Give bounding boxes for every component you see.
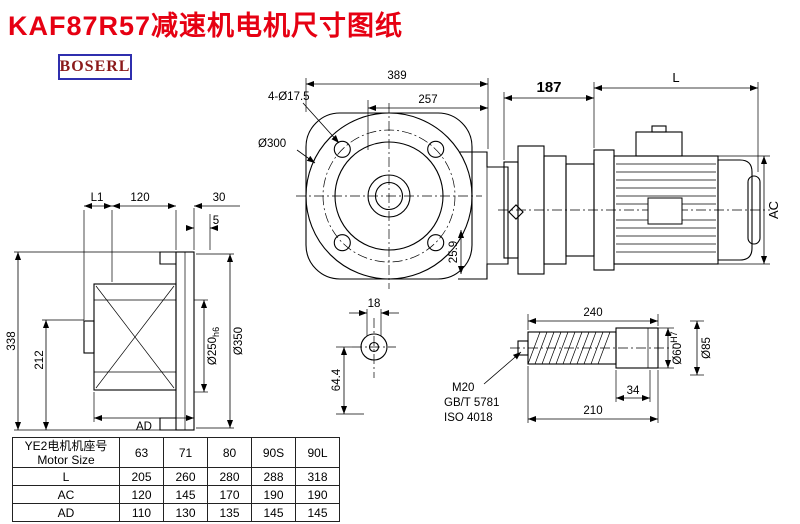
thread-label: M20	[452, 382, 474, 394]
table-row: AD 110 130 135 145 145	[12, 503, 340, 522]
shaft-boss-section	[615, 327, 659, 369]
table-cell: 145	[163, 485, 208, 504]
table-col-63: 63	[119, 437, 164, 468]
shaft-hole-inner	[374, 181, 404, 211]
dim-ad: AD	[136, 421, 152, 433]
table-header-cn: YE2电机机座号	[24, 438, 108, 453]
table-cell: 190	[295, 485, 340, 504]
dim-ac: AC	[766, 201, 781, 219]
terminal-box-gland	[651, 125, 667, 133]
table-cell: 318	[295, 467, 340, 486]
front-view: 389 257 4-Ø17.5 Ø300 25.9 18	[258, 70, 509, 415]
gearbox-ribs	[94, 285, 176, 389]
bolt-holes	[333, 140, 445, 252]
dim-187: 187	[536, 79, 561, 96]
standard-gb: GB/T 5781	[444, 397, 499, 409]
table-col-71: 71	[163, 437, 208, 468]
shaft-detail: 240 34 210 M20 GB/T 5781 ISO 4018 Ø60H7 …	[444, 307, 713, 424]
table-cell: 120	[119, 485, 164, 504]
table-cell: 110	[119, 503, 164, 522]
dim-bore: Ø60H7	[669, 331, 684, 364]
dim-34: 34	[627, 385, 640, 397]
thread-hatch	[527, 331, 611, 365]
table-cell: 135	[207, 503, 252, 522]
table-cell: 130	[163, 503, 208, 522]
dim-64-4: 64.4	[331, 368, 343, 391]
dim-spigot-value: Ø250	[207, 337, 219, 365]
page-title: KAF87R57减速机电机尺寸图纸	[8, 11, 404, 41]
table-cell: 260	[163, 467, 208, 486]
dim-5: 5	[213, 215, 219, 227]
dim-bolt-holes: 4-Ø17.5	[268, 91, 310, 103]
table-cell: 190	[251, 485, 296, 504]
output-shaft-stub	[83, 320, 95, 354]
terminal-box	[635, 131, 683, 157]
table-col-80: 80	[207, 437, 252, 468]
dim-l1: L1	[91, 192, 104, 204]
table-row: AC 120 145 170 190 190	[12, 485, 340, 504]
table-col-90s: 90S	[251, 437, 296, 468]
left-view: L1 120 30 5 338 212 AD Ø250h	[6, 192, 245, 433]
dim-257: 257	[418, 94, 437, 106]
dim-flange-dia: Ø300	[258, 138, 286, 150]
brand-logo: BOSERL	[58, 54, 132, 80]
table-header-en: Motor Size	[37, 452, 95, 467]
front-centerlines	[296, 103, 482, 289]
dim-l: L	[672, 70, 679, 85]
dim-18: 18	[368, 298, 381, 310]
table-cell: 205	[119, 467, 164, 486]
dim-85: Ø85	[701, 337, 713, 359]
motor-size-table: YE2电机机座号 Motor Size 63 71 80 90S 90L L 2…	[12, 437, 340, 522]
dim-210: 210	[583, 405, 602, 417]
dim-338: 338	[6, 331, 18, 350]
shaft-hole-outer	[367, 174, 411, 218]
standard-iso: ISO 4018	[444, 412, 493, 424]
dim-389: 389	[387, 70, 406, 82]
dim-spigot-tol: h6	[211, 327, 221, 337]
fan-cover-cap	[747, 175, 761, 245]
table-cell: 170	[207, 485, 252, 504]
dim-25-9: 25.9	[448, 241, 460, 263]
flange-circle-300	[305, 112, 473, 280]
dim-240: 240	[583, 307, 602, 319]
dim-flange-od: Ø350	[233, 327, 245, 355]
vent-plug	[508, 204, 524, 220]
housing-profile	[458, 151, 509, 280]
table-row: L 205 260 280 288 318	[12, 467, 340, 486]
row-label-ad: AD	[12, 503, 120, 522]
flange-top-step	[159, 251, 176, 265]
bolt-circle	[322, 129, 456, 263]
dim-bore-value: Ø60	[672, 343, 684, 365]
dim-212: 212	[34, 350, 46, 369]
dim-spigot: Ø250h6	[207, 327, 221, 365]
table-cell: 280	[207, 467, 252, 486]
table-cell: 288	[251, 467, 296, 486]
right-view: 187 L AC	[498, 70, 781, 275]
table-header-motor-size: YE2电机机座号 Motor Size	[12, 437, 120, 468]
table-cell: 145	[251, 503, 296, 522]
flange-bottom-step	[159, 417, 176, 431]
dim-bore-tol: H7	[669, 331, 679, 343]
table-col-90l: 90L	[295, 437, 340, 468]
shaft-end-view	[352, 318, 396, 378]
row-label-l: L	[12, 467, 120, 486]
motor-nameplate	[647, 197, 683, 225]
spigot-circle	[334, 141, 444, 251]
row-label-ac: AC	[12, 485, 120, 504]
table-header-row: YE2电机机座号 Motor Size 63 71 80 90S 90L	[12, 437, 340, 468]
table-cell: 145	[295, 503, 340, 522]
fan-cover	[717, 159, 753, 261]
dim-30: 30	[213, 192, 226, 204]
dim-120: 120	[130, 192, 149, 204]
